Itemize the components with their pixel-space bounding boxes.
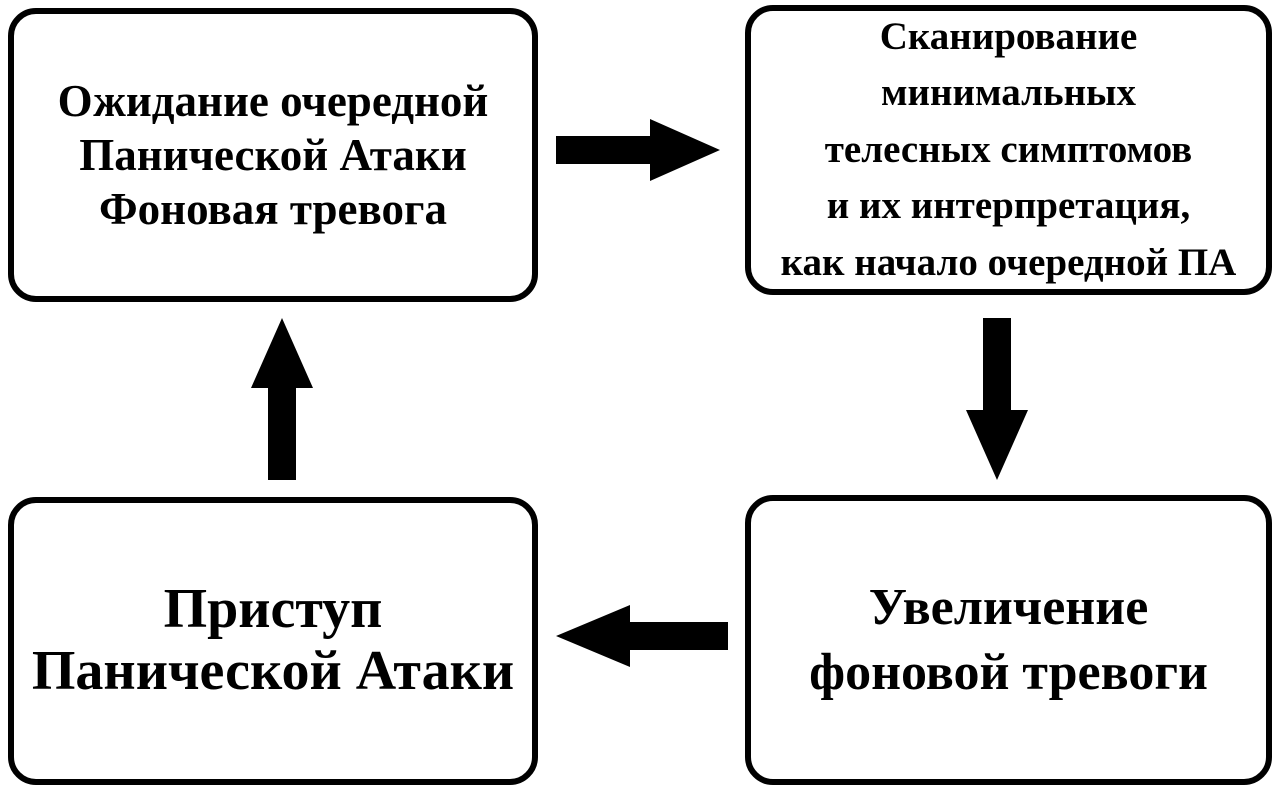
box-panic-attack: Приступ Панической Атаки (8, 497, 538, 785)
box-anticipation: Ожидание очередной Панической Атаки Фоно… (8, 8, 538, 302)
box-panic-attack-label: Приступ Панической Атаки (31, 578, 515, 702)
box-scanning-label: Сканирование минимальных телесных симпто… (780, 14, 1237, 284)
arrow-down-icon (965, 318, 1029, 480)
box-anxiety-increase-label: Увеличение фоновой тревоги (809, 579, 1208, 701)
box-anxiety-increase: Увеличение фоновой тревоги (745, 495, 1272, 785)
box-scanning: Сканирование минимальных телесных симпто… (745, 5, 1272, 295)
arrow-up-icon (250, 318, 314, 480)
arrow-left-icon (556, 604, 728, 668)
arrow-right-icon (556, 118, 720, 182)
box-anticipation-label: Ожидание очередной Панической Атаки Фоно… (57, 76, 489, 234)
